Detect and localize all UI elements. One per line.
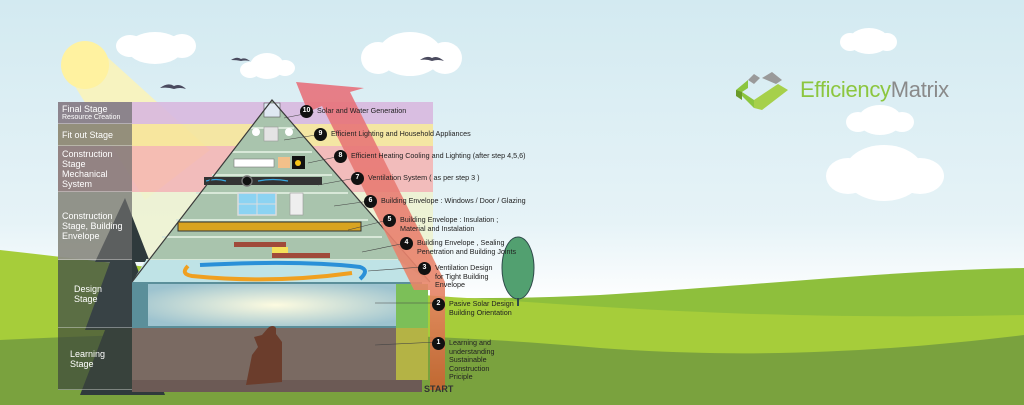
step-3: 3 Ventilation Design for Tight Building … <box>418 262 493 290</box>
progress-arrow-icon <box>296 82 445 390</box>
step-text: Solar and Water Generation <box>317 106 407 115</box>
house-wall-right <box>396 284 428 328</box>
step-text: Building Envelope : Insulation ; Materia… <box>400 215 499 233</box>
step-7: 7 Ventilation System ( as per step 3 ) <box>351 172 480 185</box>
insulation-icon <box>177 221 362 232</box>
roof-outline <box>131 99 431 283</box>
cloud-icon <box>840 28 897 54</box>
brand-name-part1: Efficiency <box>800 77 891 102</box>
stage-label-fitout: Fit out Stage <box>58 124 132 146</box>
stage-label-design: Design Stage <box>58 260 132 328</box>
airflow-arrows-icon <box>199 260 367 281</box>
bird-icon <box>160 84 186 89</box>
step-5: 5 Building Envelope : Insulation ; Mater… <box>383 214 499 233</box>
step-text: Building Envelope : Windows / Door / Gla… <box>381 196 526 205</box>
stage-title: Final Stage <box>62 103 108 114</box>
house-glow-room <box>148 284 403 326</box>
solar-panel-icon <box>263 102 281 118</box>
logo-mark-icon <box>736 72 788 110</box>
step-number-badge: 8 <box>334 150 347 163</box>
house-foundation <box>132 380 422 392</box>
step-9: 9 Efficient Lighting and Household Appli… <box>314 128 471 141</box>
step-6: 6 Building Envelope : Windows / Door / G… <box>364 195 526 208</box>
start-label: START <box>424 384 454 394</box>
stage-label-learning: Learning Stage <box>58 328 132 390</box>
leader-lines <box>283 111 439 346</box>
stage-title: Fit out Stage <box>62 129 114 140</box>
brand-name-part2: Matrix <box>890 77 949 102</box>
step-text: Learning and understanding Sustainable C… <box>449 338 495 381</box>
bird-icon <box>231 57 250 61</box>
person-reading-icon <box>246 326 282 385</box>
sealing-strip-icon <box>234 242 286 247</box>
air-conditioner-icon <box>233 158 275 168</box>
step-number-badge: 1 <box>432 337 445 350</box>
step-number-badge: 4 <box>400 237 413 250</box>
step-number-badge: 10 <box>300 105 313 118</box>
step-8: 8 Efficient Heating Cooling and Lighting… <box>334 150 526 163</box>
stage-subtitle: Resource Creation <box>62 113 121 121</box>
cloud-icon <box>846 105 914 135</box>
stage-label-final: Final Stage Resource Creation <box>58 102 132 124</box>
cloud-icon <box>826 145 944 201</box>
cloud-icon <box>361 32 462 76</box>
stage-title: Construction Stage Mechanical System <box>62 148 113 189</box>
cloud-icon <box>240 53 295 79</box>
fan-icon <box>241 175 253 187</box>
stage-title: Design Stage <box>74 283 103 304</box>
step-text: Efficient Lighting and Household Applian… <box>331 129 471 138</box>
step-4: 4 Building Envelope , Sealing Penetratio… <box>400 237 517 256</box>
house-wall-right-lower <box>396 328 428 380</box>
step-number-badge: 9 <box>314 128 327 141</box>
flame-icon <box>295 160 301 166</box>
step-number-badge: 6 <box>364 195 377 208</box>
cloud-icon <box>116 32 196 64</box>
step-text: Building Envelope , Sealing Penetration … <box>417 238 517 256</box>
bird-icon <box>420 56 444 61</box>
sealing-foam-icon <box>272 247 288 253</box>
sealing-strip-icon <box>272 253 330 258</box>
step-number-badge: 5 <box>383 214 396 227</box>
airflow-icon <box>205 178 289 182</box>
step-2: 2 Pasive Solar Design Building Orientati… <box>432 298 514 317</box>
step-number-badge: 7 <box>351 172 364 185</box>
step-number-badge: 2 <box>432 298 445 311</box>
washing-machine-icon <box>263 126 279 142</box>
step-text: Efficient Heating Cooling and Lighting (… <box>351 151 526 160</box>
step-text: Pasive Solar Design Building Orientation <box>449 299 514 317</box>
sun-icon <box>61 41 109 89</box>
stage-title: Construction Stage, Building Envelope <box>62 210 123 241</box>
brand-name: EfficiencyMatrix <box>800 77 949 103</box>
step-number-badge: 3 <box>418 262 431 275</box>
stage-label-mechanical: Construction Stage Mechanical System <box>58 146 132 192</box>
lamp-icon <box>285 128 293 136</box>
stage-label-envelope: Construction Stage, Building Envelope <box>58 192 132 260</box>
duct-fan-icon <box>204 177 322 185</box>
logo: EfficiencyMatrix <box>732 66 949 114</box>
door-icon <box>289 192 304 216</box>
heater-icon <box>278 157 290 168</box>
step-text: Ventilation System ( as per step 3 ) <box>368 173 480 182</box>
stage-title: Learning Stage <box>70 348 106 369</box>
step-text: Ventilation Design for Tight Building En… <box>435 263 493 289</box>
lamp-icon <box>252 128 260 136</box>
step-1: 1 Learning and understanding Sustainable… <box>432 337 495 382</box>
airflow-arrows-icon <box>182 264 353 282</box>
step-10: 10 Solar and Water Generation <box>300 105 407 118</box>
